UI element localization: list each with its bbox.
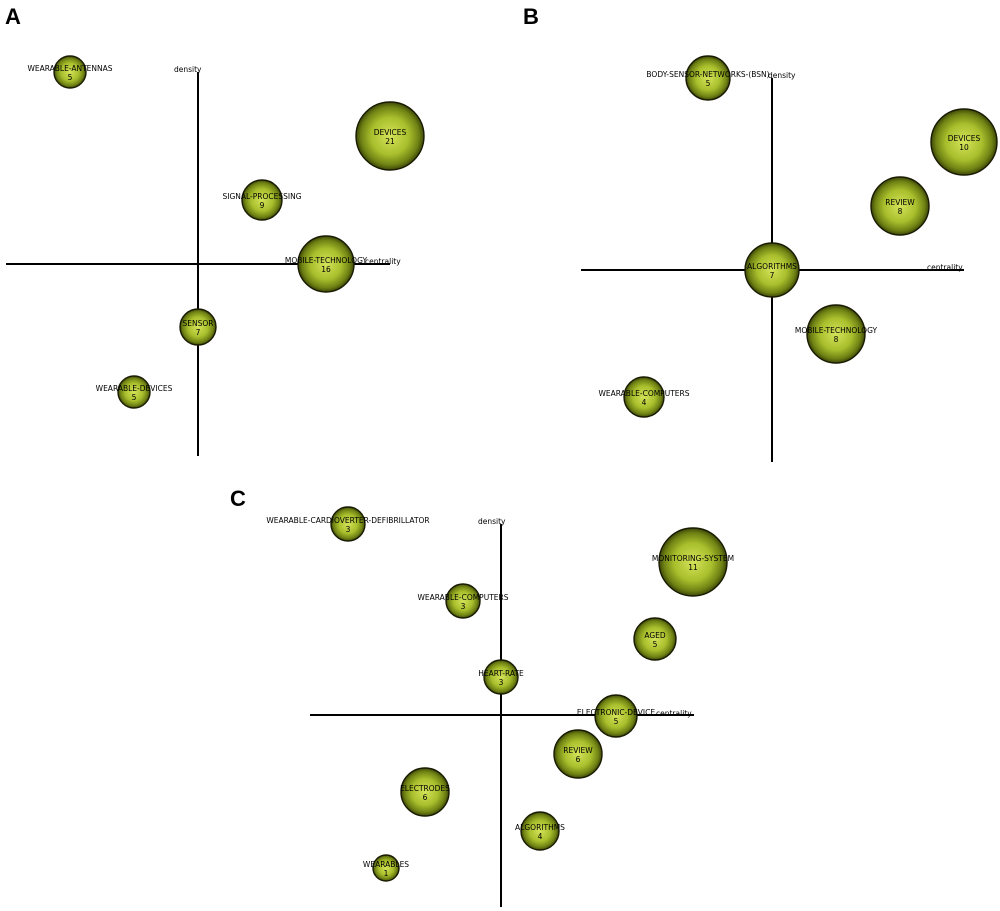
panel-c-bubble-electrodes [400,767,450,817]
panel-b-label-review: REVIEW [885,198,915,207]
panel-a-value-sensor: 7 [196,328,201,337]
panel-c-bubble-review [553,729,603,779]
panel-c-value-heart-rate: 3 [499,678,504,687]
panel-b-label-mobile-technology: MOBILE-TECHNOLOGY [795,326,878,335]
panel-a-letter: A [5,4,21,29]
panel-a-value-devices: 21 [385,137,395,146]
panel-a-bubble-sensor [179,308,217,346]
panel-a-label-wearable-antennas: WEARABLE-ANTENNAS [27,64,112,73]
panel-b-value-algorithms: 7 [770,271,775,280]
panel-b-bubble-algorithms [744,242,800,298]
panel-b-bubble-mobile-technology [806,304,866,364]
panel-b-bubbles: BODY-SENSOR-NETWORKS-(BSN)5DEVICES10REVI… [598,55,998,418]
panel-b-xlabel: centrality [927,263,963,272]
panel-c-bubble-heart-rate [483,659,519,695]
panel-c-label-electronic-device: ELECTRONIC-DEVICE [577,708,655,717]
panel-b-label-devices: DEVICES [948,134,981,143]
panel-c-label-electrodes: ELECTRODES [400,784,450,793]
panel-a-label-wearable-devices: WEARABLE-DEVICES [96,384,173,393]
panel-c-value-electrodes: 6 [423,793,428,802]
panel-c-bubble-aged [633,617,677,661]
panel-c-value-wearables: 1 [384,869,389,878]
panel-a: A density centrality WEARABLE-ANTENNAS5D… [5,4,425,456]
panel-c: C density centrality WEARABLE-CARDIOVERT… [230,486,734,907]
panel-a-value-wearable-devices: 5 [132,393,137,402]
panel-a-bubble-wearable-antennas [53,55,87,89]
panel-c-value-algorithms: 4 [538,832,543,841]
panel-c-xlabel: centrality [656,709,692,718]
panel-c-label-review: REVIEW [563,746,593,755]
panel-c-value-review: 6 [576,755,581,764]
panel-c-label-heart-rate: HEART-RATE [478,669,524,678]
panel-c-bubble-monitoring-system [658,527,728,597]
panel-a-label-devices: DEVICES [374,128,407,137]
panel-c-label-wearables: WEARABLES [363,860,409,869]
panel-b-value-mobile-technology: 8 [834,335,839,344]
panel-c-value-electronic-device: 5 [614,717,619,726]
panel-a-bubble-signal-processing [241,179,283,221]
panel-b-letter: B [523,4,539,29]
panel-c-label-wearable-computers: WEARABLE-COMPUTERS [417,593,508,602]
panel-b-value-review: 8 [898,207,903,216]
panel-c-ylabel: density [478,517,506,526]
panel-c-value-wearable-computers: 3 [461,602,466,611]
panel-b-bubble-body-sensor-networks-bsn [685,55,731,101]
panel-a-value-signal-processing: 9 [260,201,265,210]
panel-c-value-monitoring-system: 11 [688,563,698,572]
panel-c-label-aged: AGED [644,631,666,640]
panel-c-label-wearable-cardioverter-defibrillator: WEARABLE-CARDIOVERTER-DEFIBRILLATOR [266,516,429,525]
panel-c-letter: C [230,486,246,511]
panel-a-bubbles: WEARABLE-ANTENNAS5DEVICES21SIGNAL-PROCES… [27,55,425,409]
panel-a-value-mobile-technology: 16 [321,265,331,274]
panel-a-label-sensor: SENSOR [183,319,214,328]
panel-b-bubble-wearable-computers [623,376,665,418]
panel-a-bubble-devices [355,101,425,171]
panel-b-label-body-sensor-networks-bsn: BODY-SENSOR-NETWORKS-(BSN) [646,70,769,79]
panel-b-value-body-sensor-networks-bsn: 5 [706,79,711,88]
panel-c-bubble-wearables [372,854,400,882]
panel-a-bubble-wearable-devices [117,375,151,409]
panel-b-ylabel: density [768,71,796,80]
panel-c-bubble-wearable-cardioverter-defibrillator [330,506,366,542]
panel-c-bubble-wearable-computers [445,583,481,619]
panel-c-bubbles: WEARABLE-CARDIOVERTER-DEFIBRILLATOR3MONI… [266,506,734,882]
panel-c-bubble-electronic-device [594,694,638,738]
panel-b-bubble-devices [930,108,998,176]
panel-c-bubble-algorithms [520,811,560,851]
panel-b-bubble-review [870,176,930,236]
panel-b: B density centrality BODY-SENSOR-NETWORK… [523,4,998,462]
panel-a-value-wearable-antennas: 5 [68,73,73,82]
panel-a-xlabel: centrality [365,257,401,266]
panel-c-label-monitoring-system: MONITORING-SYSTEM [652,554,734,563]
panel-a-label-mobile-technology: MOBILE-TECHNOLOGY [285,256,368,265]
panel-c-value-aged: 5 [653,640,658,649]
panel-b-label-wearable-computers: WEARABLE-COMPUTERS [598,389,689,398]
panel-c-label-algorithms: ALGORITHMS [515,823,565,832]
panel-a-bubble-mobile-technology [297,235,355,293]
panel-c-value-wearable-cardioverter-defibrillator: 3 [346,525,351,534]
panel-a-ylabel: density [174,65,202,74]
panel-b-value-wearable-computers: 4 [642,398,647,407]
panel-b-label-algorithms: ALGORITHMS [747,262,797,271]
panel-b-value-devices: 10 [959,143,969,152]
panel-a-label-signal-processing: SIGNAL-PROCESSING [222,192,301,201]
